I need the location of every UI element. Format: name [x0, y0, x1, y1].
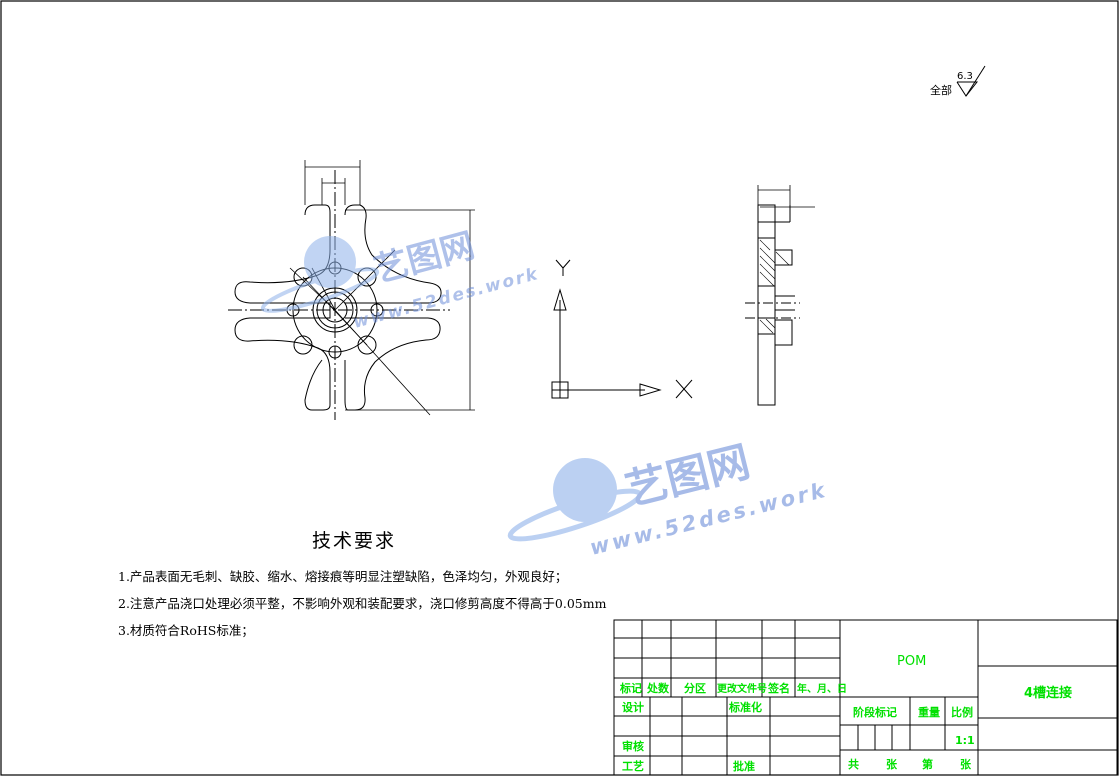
watermark-brand-small: 艺图网 [370, 226, 479, 291]
surface-finish-symbol: 全部 6.3 [930, 65, 986, 97]
total-label: 共 [848, 757, 859, 771]
weight-label: 重量 [918, 705, 940, 719]
rev-header-zone: 分区 [684, 681, 706, 695]
standardization-label: 标准化 [728, 700, 762, 714]
finish-prefix: 全部 [930, 83, 952, 97]
sheet-unit-label: 张 [960, 757, 972, 771]
rev-header-date: 年、月、日 [797, 682, 847, 695]
requirement-item-2: 2.注意产品浇口处理必须平整，不影响外观和装配要求，浇口修剪高度不得高于0.05… [118, 596, 607, 611]
part-name: 4槽连接 [1024, 685, 1072, 701]
finish-value: 6.3 [957, 71, 973, 82]
requirement-item-3: 3.材质符合RoHS标准； [118, 623, 254, 638]
approve-label: 批准 [733, 759, 755, 773]
process-label: 工艺 [622, 759, 644, 773]
stage-mark-label: 阶段标记 [853, 705, 897, 719]
title-block [613, 619, 1118, 776]
scale-value: 1:1 [955, 734, 975, 747]
requirements-title: 技术要求 [312, 530, 397, 552]
rev-header-mark: 标记 [619, 681, 642, 695]
scale-label: 比例 [951, 705, 973, 719]
rev-header-doc: 更改文件号 [717, 682, 767, 695]
design-label: 设计 [622, 700, 644, 714]
material: POM [897, 654, 926, 669]
sheets-label: 张 [886, 757, 898, 771]
sheet-no-label: 第 [922, 757, 933, 771]
rev-header-sign: 签名 [767, 681, 790, 695]
rev-header-count: 处数 [646, 681, 670, 695]
axis-symbol [551, 259, 693, 399]
review-label: 审核 [622, 739, 644, 753]
side-view [745, 185, 815, 406]
title-block-text: 标记 处数 分区 更改文件号 签名 年、月、日 设计 标准化 审核 工艺 批准 … [619, 654, 1072, 773]
watermark-large: 艺图网 www.52des.work [507, 437, 830, 560]
requirement-item-1: 1.产品表面无毛刺、缺胶、缩水、熔接痕等明显注塑缺陷，色泽均匀，外观良好； [118, 569, 568, 584]
